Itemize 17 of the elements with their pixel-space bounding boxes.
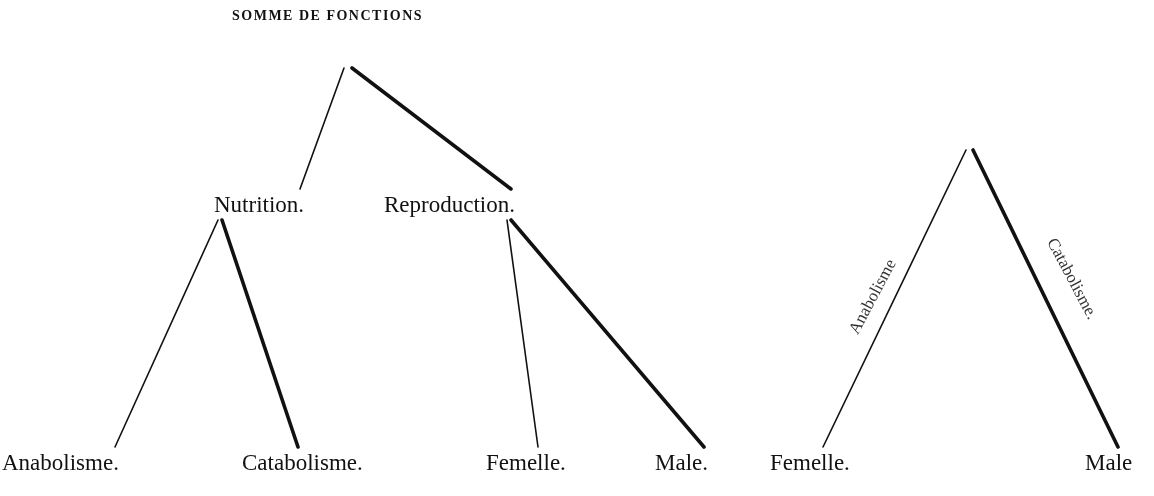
- branch-line: [971, 148, 1120, 449]
- tree-node-label: Male.: [655, 450, 708, 476]
- branch-line: [220, 218, 300, 449]
- tree-node-label: Anabolisme.: [2, 450, 119, 476]
- branch-line: [114, 219, 219, 448]
- branch-line: [506, 219, 539, 448]
- branch-line: [299, 67, 345, 190]
- tree-node-label: Male: [1085, 450, 1133, 476]
- tree-node-label: Femelle.: [770, 450, 850, 476]
- tree-node-label: Catabolisme.: [242, 450, 363, 476]
- tree-node-label: Femelle.: [486, 450, 566, 476]
- branch-line: [509, 218, 706, 449]
- branch-line: [822, 149, 967, 448]
- tree-node-label: Nutrition.: [214, 192, 305, 218]
- branch-line: [350, 66, 513, 191]
- tree-node-label: Reproduction.: [384, 192, 515, 218]
- diagram-title: SOMME DE FONCTIONS: [232, 8, 424, 24]
